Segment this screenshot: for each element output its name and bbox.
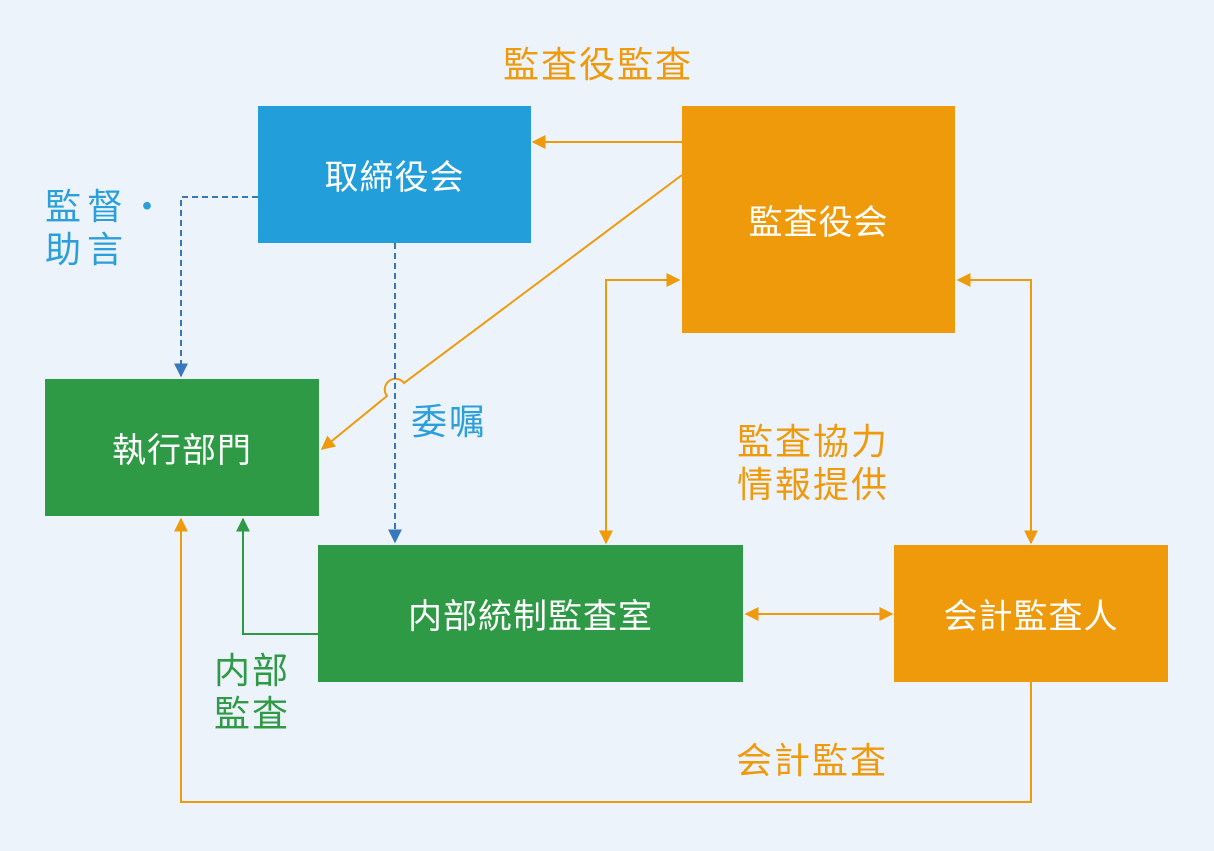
auditors-box: 監査役会 bbox=[682, 106, 955, 333]
auditor-audit-label: 監査役監査 bbox=[503, 45, 694, 86]
supervision-line1: 監督・ bbox=[45, 187, 172, 228]
auditors-label: 監査役会 bbox=[748, 203, 889, 243]
exec-box: 執行部門 bbox=[45, 379, 319, 516]
internal-label: 内部統制監査室 bbox=[408, 597, 653, 637]
accounting-audit-label: 会計監査 bbox=[736, 741, 889, 782]
internal-audit-label: 内部 監査 bbox=[214, 650, 290, 736]
delegation-label: 委嘱 bbox=[411, 402, 488, 443]
arrow-auditors-accountant bbox=[956, 273, 1038, 545]
supervision-line2: 助言 bbox=[45, 230, 130, 272]
supervision-label: 監督・ 助言 bbox=[45, 186, 171, 272]
cooperation-line2: 情報提供 bbox=[737, 465, 890, 507]
board-box: 取締役会 bbox=[258, 106, 531, 243]
internal-audit-line1: 内部 bbox=[214, 651, 291, 692]
arrow-accountant-to-exec bbox=[174, 517, 1032, 803]
cooperation-line1: 監査協力 bbox=[737, 422, 890, 463]
internal-box: 内部統制監査室 bbox=[318, 545, 743, 682]
arrow-internal-to-exec bbox=[236, 517, 318, 635]
internal-audit-line2: 監査 bbox=[214, 694, 291, 736]
accountant-label: 会計監査人 bbox=[943, 597, 1119, 637]
exec-label: 執行部門 bbox=[112, 431, 252, 471]
accountant-box: 会計監査人 bbox=[894, 545, 1168, 682]
cooperation-label: 監査協力 情報提供 bbox=[737, 421, 889, 507]
arrow-board-to-exec bbox=[174, 196, 258, 378]
board-label: 取締役会 bbox=[324, 158, 465, 198]
arrow-auditors-internal bbox=[599, 273, 681, 545]
arrow-auditors-to-exec bbox=[320, 174, 683, 450]
